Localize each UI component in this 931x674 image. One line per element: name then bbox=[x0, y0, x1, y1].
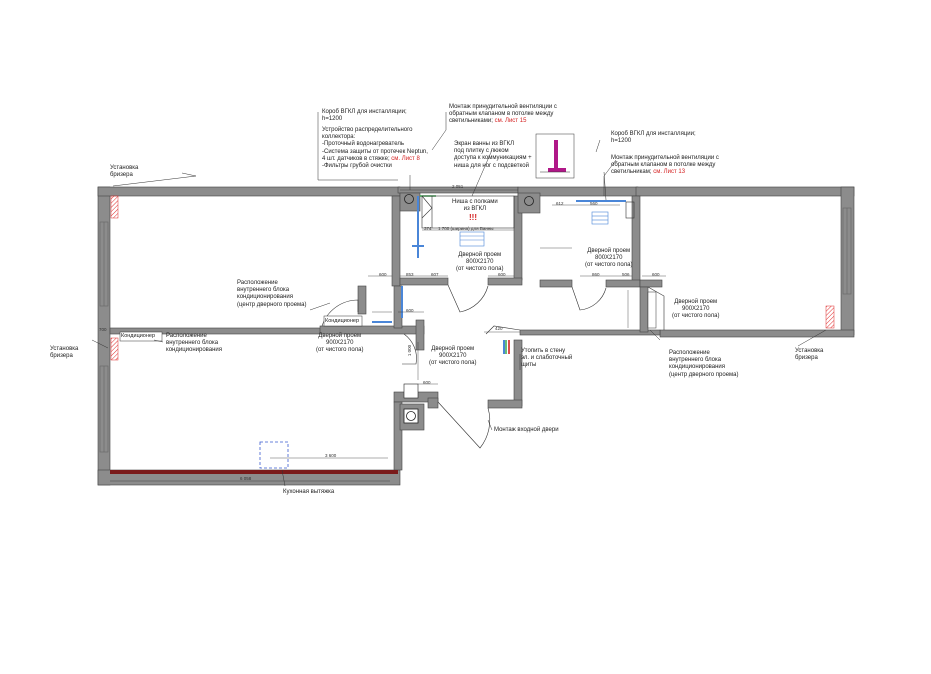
door-right-label: Дверной проем 900Х2170 (от чистого пола) bbox=[672, 299, 720, 320]
windows bbox=[99, 207, 852, 453]
dim-374: 374 bbox=[424, 226, 432, 231]
dim-3600: 3 600 bbox=[325, 453, 337, 458]
breather-left-label: Установка бризера bbox=[50, 346, 79, 360]
dim-607: 607 bbox=[431, 272, 439, 277]
ac-right-label: Расположение внутреннего блока кондицион… bbox=[669, 350, 739, 378]
dim-600c: 600 bbox=[652, 272, 660, 277]
niche-mark: !!! bbox=[469, 213, 477, 222]
dim-1000: 1 000 bbox=[407, 344, 413, 357]
dim-560: 560 bbox=[590, 201, 598, 206]
entrance-label: Монтаж входной двери bbox=[494, 427, 559, 433]
door-hall-left-label: Дверной проем 900Х2170 (от чистого пола) bbox=[316, 333, 364, 354]
distributor-label: Устройство распределительного коллектора… bbox=[322, 127, 428, 170]
distributor-ref: см. Лист 8 bbox=[391, 155, 420, 162]
breather-right-label: Установка бризера bbox=[795, 348, 824, 362]
dim-600b: 600 bbox=[498, 272, 506, 277]
ac-center-label: Расположение внутреннего блока кондицион… bbox=[237, 280, 307, 308]
vent-right-label: Монтаж принудительной вентиляции с обрат… bbox=[611, 155, 719, 176]
dimension-lines bbox=[110, 189, 666, 482]
bath-fixtures bbox=[421, 195, 635, 247]
dim-853: 853 bbox=[406, 272, 414, 277]
leader-lines bbox=[91, 112, 827, 487]
vent-right-ref: см. Лист 13 bbox=[653, 169, 686, 176]
dim-600a: 600 bbox=[379, 272, 387, 277]
kitchen-hood-label: Кухонная вытяжка bbox=[283, 489, 335, 495]
dim-506: 506 bbox=[622, 272, 630, 277]
dim-700: 700 bbox=[99, 327, 107, 332]
breather-top-left-label: Установка бризера bbox=[110, 165, 139, 179]
ac-unit-left bbox=[119, 331, 163, 342]
door-bath-label: Дверной проем 800Х2170 (от чистого пола) bbox=[456, 252, 504, 273]
blue-lines bbox=[372, 196, 626, 354]
ac-left-label: Расположение внутреннего блока кондицион… bbox=[166, 333, 223, 354]
vent-top-label: Монтаж принудительной вентиляции с обрат… bbox=[449, 104, 557, 125]
shafts bbox=[403, 194, 534, 424]
vent-top-ref: см. Лист 15 bbox=[494, 118, 527, 125]
bottom-window-strip bbox=[110, 470, 398, 474]
dim-612: 612 bbox=[556, 201, 564, 206]
niche-label: Ниша с полками из ВГКЛ bbox=[452, 199, 498, 213]
dim-600d: 600 bbox=[406, 308, 414, 313]
dim-420: 420 bbox=[495, 326, 503, 331]
dim-860: 860 bbox=[592, 272, 600, 277]
dim-top-run: 2 051 bbox=[452, 184, 464, 189]
door-swings bbox=[321, 284, 665, 449]
bath-screen-label: Экран ванны из ВГКЛ под плитку с люком д… bbox=[454, 141, 532, 169]
ac-unit-center bbox=[323, 315, 363, 327]
kitchen-hood-outline bbox=[259, 441, 289, 469]
dim-600e: 600 bbox=[423, 380, 431, 385]
door-hall-center-label: Дверной проем 900Х2170 (от чистого пола) bbox=[429, 346, 477, 367]
dim-6058: 6 058 bbox=[240, 476, 252, 481]
shield-label: Утопить в стену эл. и слаботочный щиты bbox=[521, 348, 573, 369]
inset-detail bbox=[535, 133, 575, 179]
door-wc-label: Дверной проем 800Х2170 (от чистого пола) bbox=[585, 248, 633, 269]
dim-bath-len: 1 700 (ширина) для Ванны bbox=[438, 226, 494, 231]
box-install-left-label: Короб ВГКЛ для инсталляции; h=1200 bbox=[322, 109, 407, 123]
box-install-right-label: Короб ВГКЛ для инсталляции; h=1200 bbox=[611, 131, 696, 145]
breather-hatches bbox=[110, 195, 835, 361]
ac-unit-right bbox=[647, 291, 657, 329]
ac-unit-left-label: Кондиционер bbox=[121, 333, 156, 339]
ac-unit-center-label: Кондиционер bbox=[325, 318, 360, 324]
